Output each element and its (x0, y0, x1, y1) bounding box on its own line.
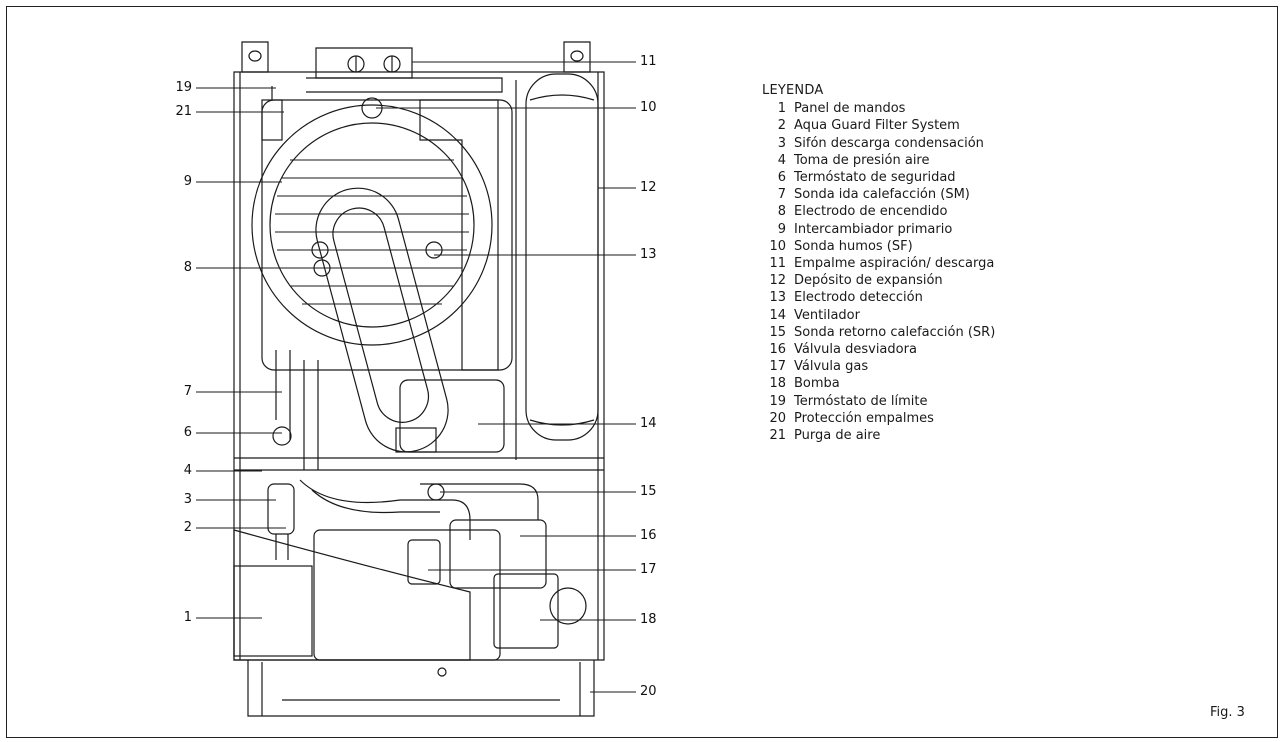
legend-item: 4 Toma de presión aire (762, 152, 995, 169)
legend-item-number: 15 (769, 324, 786, 340)
legend-item-number: 7 (777, 187, 786, 203)
legend-item: 9 Intercambiador primario (762, 221, 995, 238)
legend: LEYENDA 1 Panel de mandos 2 Aqua Guard Filt… (762, 82, 995, 444)
legend-item-label: Intercambiador primario (794, 221, 953, 237)
legend-item-number: 20 (769, 410, 786, 426)
legend-item: 18 Bomba (762, 375, 995, 392)
legend-title: LEYENDA (762, 83, 824, 98)
callout-2: 2 (183, 520, 192, 535)
legend-item: 7 Sonda ida calefacción (SM) (762, 186, 995, 203)
callout-11: 11 (640, 54, 657, 69)
legend-item-label: Sonda ida calefacción (SM) (794, 187, 970, 203)
callout-16: 16 (640, 528, 657, 543)
callout-19: 19 (175, 80, 192, 95)
legend-item-label: Termóstato de seguridad (794, 170, 956, 186)
callout-17: 17 (640, 562, 657, 577)
callout-7: 7 (183, 384, 192, 399)
control-panel (233, 529, 471, 661)
legend-item-label: Bomba (794, 376, 840, 392)
callout-9: 9 (183, 174, 192, 189)
legend-item-label: Ventilador (794, 307, 860, 323)
legend-item-label: Sonda humos (SF) (794, 238, 913, 254)
left-mount-bracket (241, 41, 269, 73)
legend-item: 16 Válvula desviadora (762, 341, 995, 358)
legend-item-number: 6 (777, 170, 786, 186)
callout-15: 15 (640, 484, 657, 499)
legend-item-number: 17 (769, 359, 786, 375)
legend-item-label: Empalme aspiración/ descarga (794, 256, 995, 272)
legend-item: 19 Termóstato de límite (762, 393, 995, 410)
legend-item-label: Electrodo de encendido (794, 204, 948, 220)
legend-item-number: 3 (777, 135, 786, 151)
callout-10: 10 (640, 100, 657, 115)
legend-item-number: 1 (777, 101, 786, 117)
legend-item-label: Sonda retorno calefacción (SR) (794, 324, 996, 340)
legend-item: 1 Panel de mandos (762, 100, 995, 117)
legend-item: 12 Depósito de expansión (762, 272, 995, 289)
legend-item: 21 Purga de aire (762, 427, 995, 444)
legend-item-number: 13 (769, 290, 786, 306)
callout-18: 18 (640, 612, 657, 627)
legend-item-number: 16 (769, 342, 786, 358)
legend-item-label: Termóstato de límite (794, 393, 928, 409)
legend-item-label: Aqua Guard Filter System (794, 118, 960, 134)
callout-1: 1 (183, 610, 192, 625)
legend-item: 11 Empalme aspiración/ descarga (762, 255, 995, 272)
legend-item-number: 18 (769, 376, 786, 392)
legend-item-number: 21 (769, 428, 786, 444)
callout-13: 13 (640, 247, 657, 262)
callout-12: 12 (640, 180, 657, 195)
legend-item-label: Sifón descarga condensación (794, 135, 984, 151)
legend-item: 13 Electrodo detección (762, 289, 995, 306)
legend-item-label: Panel de mandos (794, 101, 906, 117)
legend-item-number: 10 (769, 238, 786, 254)
legend-item-label: Válvula desviadora (794, 342, 917, 358)
callout-14: 14 (640, 416, 657, 431)
connection-cover (247, 660, 595, 717)
callout-6: 6 (183, 425, 192, 440)
legend-item-label: Protección empalmes (794, 410, 934, 426)
legend-item-label: Purga de aire (794, 428, 881, 444)
legend-item: 20 Protección empalmes (762, 410, 995, 427)
legend-item: 2 Aqua Guard Filter System (762, 117, 995, 134)
legend-item: 14 Ventilador (762, 307, 995, 324)
legend-list: 1 Panel de mandos 2 Aqua Guard Filter Syste… (762, 100, 995, 444)
legend-item-number: 9 (777, 221, 786, 237)
legend-item-number: 14 (769, 307, 786, 323)
right-mount-bracket (563, 41, 591, 73)
legend-item-number: 2 (777, 118, 786, 134)
expansion-vessel (525, 73, 599, 441)
figure-label: Fig. 3 (1210, 705, 1245, 720)
heat-exchanger-body (251, 104, 493, 346)
figure-frame (6, 6, 1278, 738)
callout-20: 20 (640, 684, 657, 699)
legend-item-number: 8 (777, 204, 786, 220)
callout-21: 21 (175, 104, 192, 119)
legend-item: 3 Sifón descarga condensación (762, 135, 995, 152)
legend-item: 17 Válvula gas (762, 358, 995, 375)
callout-8: 8 (183, 260, 192, 275)
legend-item-number: 11 (769, 256, 786, 272)
legend-item: 6 Termóstato de seguridad (762, 169, 995, 186)
legend-item-number: 4 (777, 152, 786, 168)
boiler-casing (233, 71, 605, 661)
legend-item-label: Depósito de expansión (794, 273, 943, 289)
legend-item-label: Electrodo detección (794, 290, 923, 306)
legend-item: 15 Sonda retorno calefacción (SR) (762, 324, 995, 341)
legend-item-label: Toma de presión aire (794, 152, 930, 168)
legend-item-number: 19 (769, 393, 786, 409)
pump (493, 573, 559, 649)
legend-item-number: 12 (769, 273, 786, 289)
legend-item-label: Válvula gas (794, 359, 869, 375)
callout-3: 3 (183, 492, 192, 507)
legend-item: 8 Electrodo de encendido (762, 203, 995, 220)
callout-4: 4 (183, 463, 192, 478)
legend-item: 10 Sonda humos (SF) (762, 238, 995, 255)
